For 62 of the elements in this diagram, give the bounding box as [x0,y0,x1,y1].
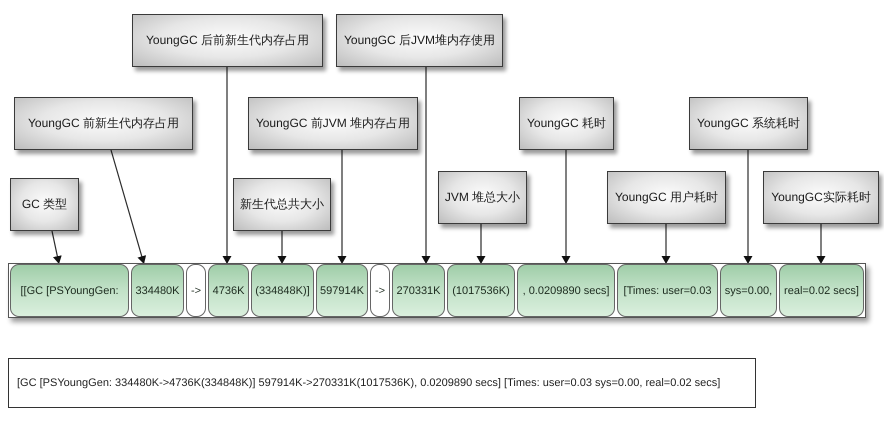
log-segment [517,264,615,317]
log-segment [186,264,206,317]
log-token: -> [190,284,202,296]
callout-label: YoungGC 耗时 [527,115,606,132]
callout-box [132,14,323,67]
log-token: , 0.0209890 secs] [522,284,610,296]
callout-label: YoungGC实际耗时 [771,189,871,206]
callout-label: 新生代总共大小 [240,196,324,213]
callout-box [233,178,331,231]
callout-box [248,97,418,150]
log-segment [131,264,184,317]
log-segment [316,264,368,317]
log-line-text: [GC [PSYoungGen: 334480K->4736K(334848K)] 597914K->270331K(1017536K), 0.0209890 secs] [Times: user=0.03 sys=0.00, real=0.02 secs] [17,377,720,389]
callout-box [519,97,614,150]
log-line-bar [8,263,866,318]
arrow [338,150,346,264]
arrow [422,67,430,264]
callout-box [438,171,527,224]
callout-box [14,97,193,150]
arrow [222,67,232,264]
log-token: real=0.02 secs] [784,284,859,296]
callout-label: YoungGC 前JVM 堆内存占用 [256,115,410,132]
arrow [476,224,486,264]
log-segment [779,264,864,317]
callout-label: YoungGC 系统耗时 [697,115,800,132]
log-token: (334848K)] [255,284,310,296]
log-segment [10,264,129,317]
arrow [278,231,286,264]
log-segment [251,264,314,317]
callout-label: YoungGC 后前新生代内存占用 [146,32,309,49]
callout-box [763,171,879,224]
log-segment [370,264,390,317]
log-segment [447,264,515,317]
callout-box [336,14,503,67]
callout-box [607,171,726,224]
log-segment [392,264,445,317]
log-token: 334480K [135,284,180,296]
log-segment [617,264,718,317]
callout-label: YoungGC 前新生代内存占用 [28,115,179,132]
log-token: sys=0.00, [724,284,772,296]
arrow [110,150,146,264]
callout-label: GC 类型 [22,196,68,213]
callout-label: JVM 堆总大小 [444,189,520,206]
arrow [662,224,670,264]
log-token: 597914K [320,284,364,296]
log-segment [208,264,249,317]
log-token: 270331K [396,284,441,296]
log-token: 4736K [212,284,244,296]
log-token: (1017536K) [452,284,510,296]
callout-box [689,97,808,150]
arrow [562,150,570,264]
arrow [816,224,826,264]
log-text-box [8,358,756,408]
arrow [51,230,62,264]
log-token: [[GC [PSYoungGen: [20,284,119,296]
arrow [744,150,752,264]
callout-box [10,178,79,231]
callout-label: YoungGC 后JVM堆内存使用 [344,32,495,49]
log-token: -> [374,284,386,296]
log-segment [720,264,777,317]
log-token: [Times: user=0.03 [624,284,712,296]
callout-label: YoungGC 用户耗时 [615,189,718,206]
